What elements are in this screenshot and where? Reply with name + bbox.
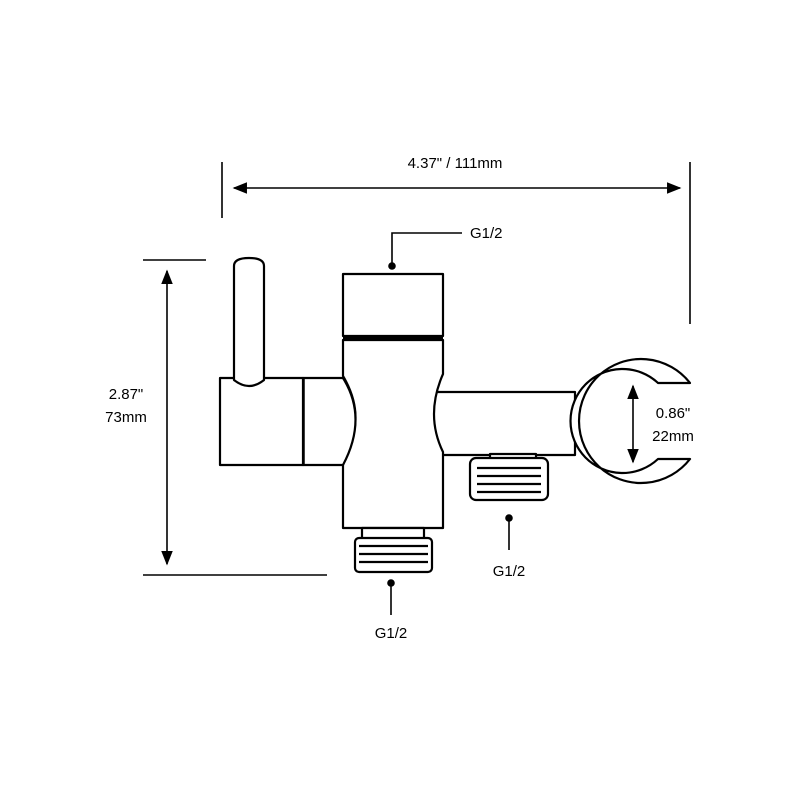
height-dimension	[143, 259, 327, 576]
bottom-outlet-label: G1/2	[374, 625, 408, 642]
handle-base	[218, 376, 305, 467]
holder-opening-mm-label: 22mm	[652, 428, 694, 445]
height-mm-label: 73mm	[105, 409, 147, 426]
valve-body	[218, 256, 577, 574]
width-dimension	[221, 162, 691, 324]
height-label: 2.87" 73mm	[96, 383, 156, 429]
holder-clip	[569, 357, 692, 485]
handle-collar	[301, 376, 357, 467]
height-inches-label: 2.87"	[108, 386, 144, 403]
central-body	[341, 338, 445, 530]
leaders	[390, 232, 510, 615]
top-inlet-dot	[388, 262, 396, 270]
side-outlet-dot	[505, 514, 513, 522]
side-arm	[428, 390, 577, 457]
top-inlet-leader	[391, 232, 462, 265]
lever-handle	[232, 256, 266, 388]
holder-opening-label: 0.86" 22mm	[643, 402, 703, 448]
side-outlet-nut	[468, 456, 550, 502]
bottom-outlet-dot	[387, 579, 395, 587]
overall-width-label: 4.37" / 111mm	[407, 155, 503, 172]
side-outlet-label: G1/2	[492, 563, 526, 580]
holder-opening-inches-label: 0.86"	[655, 405, 691, 422]
top-inlet-label: G1/2	[470, 225, 503, 242]
top-inlet-nut	[341, 272, 445, 338]
